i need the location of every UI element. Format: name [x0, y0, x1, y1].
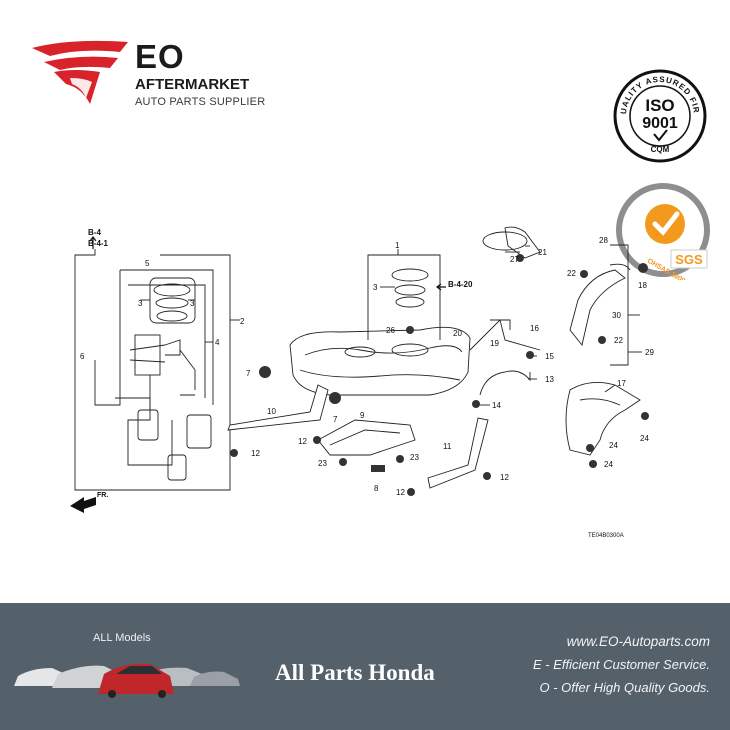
- callout-15: 15: [545, 352, 554, 361]
- sgs-text: SGS: [675, 252, 703, 267]
- callout-29: 29: [645, 348, 654, 357]
- callout-4: 4: [215, 338, 220, 347]
- callout-2: 2: [240, 317, 245, 326]
- callout-9: 9: [360, 411, 365, 420]
- callout-24: 24: [604, 460, 613, 469]
- fuel-tank-parts-diagram: B-4 B-4-1 B-4-20 FR. TE04B0300A 1 2 3 3 …: [70, 226, 654, 539]
- footer-tagline-e: E - Efficient Customer Service.: [533, 657, 710, 672]
- callout-28: 28: [599, 236, 608, 245]
- callout-11: 11: [443, 442, 452, 451]
- callout-19: 19: [490, 339, 499, 348]
- callout-23: 23: [410, 453, 419, 462]
- iso-cqm: CQM: [651, 145, 670, 154]
- eo-logo-icon: [32, 40, 128, 104]
- callout-10: 10: [267, 407, 276, 416]
- callout-14: 14: [492, 401, 501, 410]
- footer-tagline-o: O - Offer High Quality Goods.: [539, 680, 710, 695]
- ref-b4-1: B-4-1: [88, 239, 109, 248]
- callout-27: 27: [510, 255, 519, 264]
- callout-8: 8: [374, 484, 379, 493]
- callout-18: 18: [638, 281, 647, 290]
- callout-16: 16: [530, 324, 539, 333]
- callout-22: 22: [567, 269, 576, 278]
- callout-12: 12: [500, 473, 509, 482]
- brand-line2: AUTO PARTS SUPPLIER: [135, 96, 266, 108]
- brand-line1: AFTERMARKET: [135, 76, 250, 93]
- callout-17: 17: [617, 379, 626, 388]
- callout-20: 20: [453, 329, 462, 338]
- callout-12: 12: [298, 437, 307, 446]
- brand-name: EO: [135, 38, 185, 75]
- callout-3: 3: [373, 283, 378, 292]
- callout-13: 13: [545, 375, 554, 384]
- footer-title: All Parts Honda: [275, 660, 435, 685]
- iso-label: ISO: [645, 96, 674, 115]
- sgs-ohsas-seal: SYSTEM CERTIFICATION OHSAS 18001 SGS: [616, 183, 710, 280]
- footer-website-link[interactable]: www.EO-Autoparts.com: [566, 634, 710, 649]
- ref-b4: B-4: [88, 228, 101, 237]
- iso-9001-seal: QUALITY ASSURED FIRM ISO 9001 CQM: [612, 68, 707, 163]
- callout-23: 23: [318, 459, 327, 468]
- callout-1: 1: [395, 241, 400, 250]
- callout-30: 30: [612, 311, 621, 320]
- callout-6: 6: [80, 352, 85, 361]
- car-lineup-icon: [14, 663, 240, 698]
- ref-b4-20: B-4-20: [448, 280, 473, 289]
- callout-7: 7: [246, 369, 251, 378]
- callout-3: 3: [138, 299, 143, 308]
- diagram-code: TE04B0300A: [588, 533, 624, 539]
- callout-26: 26: [386, 326, 395, 335]
- callout-7: 7: [333, 415, 338, 424]
- footer-models-label: ALL Models: [93, 632, 151, 644]
- callout-12: 12: [251, 449, 260, 458]
- front-arrow-icon: [70, 497, 96, 513]
- front-label: FR.: [97, 492, 108, 499]
- callout-5: 5: [145, 259, 150, 268]
- callout-3: 3: [190, 299, 195, 308]
- callout-24: 24: [609, 441, 618, 450]
- iso-number: 9001: [642, 115, 678, 132]
- callout-22: 22: [614, 336, 623, 345]
- callout-21: 21: [538, 248, 547, 257]
- callout-12: 12: [396, 488, 405, 497]
- callout-24: 24: [640, 434, 649, 443]
